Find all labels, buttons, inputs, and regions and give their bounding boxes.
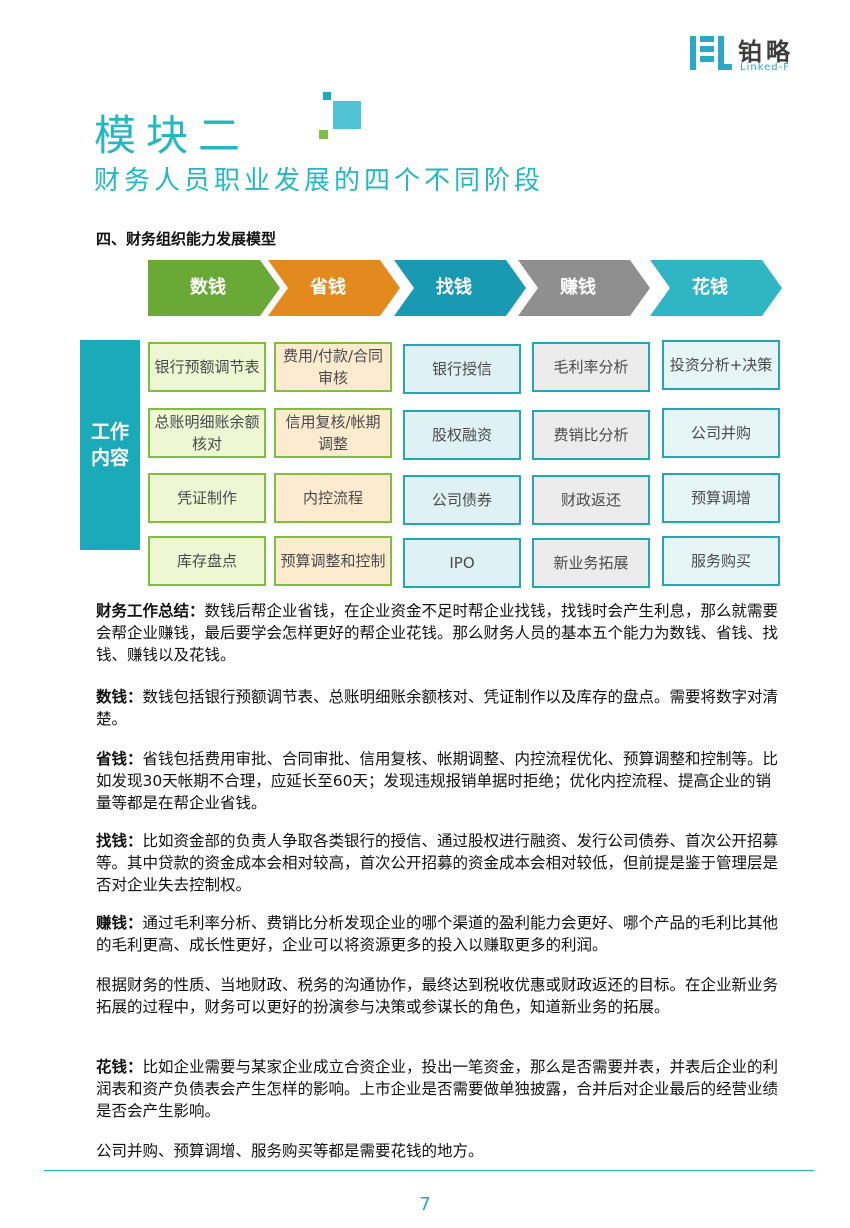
grid-cell: 内控流程 <box>274 473 392 523</box>
stage-arrow-shape <box>148 260 280 316</box>
footer-divider <box>44 1170 814 1171</box>
grid-cell: 新业务拓展 <box>532 538 650 588</box>
stage-label: 赚钱 <box>560 277 596 298</box>
logo-mark-icon <box>690 36 732 70</box>
stage-label: 找钱 <box>436 277 472 298</box>
grid-cell: 服务购买 <box>662 536 780 586</box>
grid-cell: 费销比分析 <box>532 410 650 460</box>
paragraph-text: 比如资金部的负责人争取各类银行的授信、通过股权进行融资、发行公司债券、首次公开招… <box>96 832 779 894</box>
grid-cell: 库存盘点 <box>148 536 266 586</box>
decorative-square-green <box>319 130 328 139</box>
grid-cell: IPO <box>403 538 521 588</box>
stage-count-money: 数钱 <box>148 260 282 316</box>
stage-save-money: 省钱 <box>268 260 402 316</box>
paragraph-label: 数钱： <box>96 688 143 706</box>
paragraph-save-money: 省钱：省钱包括费用审批、合同审批、信用复核、帐期调整、内控流程优化、预算调整和控… <box>96 748 786 814</box>
grid-cell: 公司债券 <box>403 475 521 525</box>
logo-text-cn: 铂略 <box>738 38 794 66</box>
paragraph-label: 找钱： <box>96 832 143 850</box>
paragraph-text: 省钱包括费用审批、合同审批、信用复核、帐期调整、内控流程优化、预算调整和控制等。… <box>96 750 779 812</box>
grid-cell: 银行授信 <box>403 344 521 394</box>
stage-label: 省钱 <box>310 277 346 298</box>
paragraph-spend-money: 花钱：比如企业需要与某家企业成立合资企业，投出一笔资金，那么是否需要并表，并表后… <box>96 1056 786 1122</box>
stage-earn-money: 赚钱 <box>518 260 652 316</box>
page-title: 模块二 <box>94 111 251 160</box>
stage-label: 花钱 <box>692 277 728 298</box>
grid-cell: 股权融资 <box>403 410 521 460</box>
paragraph-text: 通过毛利率分析、费销比分析发现企业的哪个渠道的盈利能力会更好、哪个产品的毛利比其… <box>96 914 779 954</box>
grid-cell: 费用/付款/合同审核 <box>274 342 392 392</box>
grid-cell: 毛利率分析 <box>532 342 650 392</box>
grid-cell: 银行预额调节表 <box>148 342 266 392</box>
paragraph-earn-money: 赚钱：通过毛利率分析、费销比分析发现企业的哪个渠道的盈利能力会更好、哪个产品的毛… <box>96 912 786 956</box>
paragraph-summary: 财务工作总结：数钱后帮企业省钱，在企业资金不足时帮企业找钱，找钱时会产生利息，那… <box>96 600 786 666</box>
paragraph-label: 赚钱： <box>96 914 143 932</box>
stage-spend-money: 花钱 <box>650 260 784 316</box>
grid-cell: 凭证制作 <box>148 473 266 523</box>
paragraph-text: 根据财务的性质、当地财政、税务的沟通协作，最终达到税收优惠或财政返还的目标。在企… <box>96 976 779 1016</box>
paragraph-label: 财务工作总结： <box>96 602 205 620</box>
grid-cell: 预算调增 <box>662 473 780 523</box>
stage-arrow-shape <box>268 260 400 316</box>
paragraph-text: 数钱包括银行预额调节表、总账明细账余额核对、凭证制作以及库存的盘点。需要将数字对… <box>96 688 779 728</box>
stage-arrow-shape <box>650 260 782 316</box>
paragraph-closing: 公司并购、预算调增、服务购买等都是需要花钱的地方。 <box>96 1140 786 1162</box>
grid-cell: 信用复核/帐期调整 <box>274 408 392 458</box>
company-logo: 铂略 Linked-F <box>690 32 810 76</box>
page-number: 7 <box>419 1194 431 1215</box>
paragraph-count-money: 数钱：数钱包括银行预额调节表、总账明细账余额核对、凭证制作以及库存的盘点。需要将… <box>96 686 786 730</box>
paragraph-label: 花钱： <box>96 1058 143 1076</box>
section-heading: 四、财务组织能力发展模型 <box>96 230 277 248</box>
stage-label: 数钱 <box>190 277 226 298</box>
decorative-square-large <box>333 101 361 129</box>
paragraph-find-money: 找钱：比如资金部的负责人争取各类银行的授信、通过股权进行融资、发行公司债券、首次… <box>96 830 786 896</box>
stage-arrow-shape <box>394 260 526 316</box>
page-subtitle: 财务人员职业发展的四个不同阶段 <box>94 166 545 196</box>
grid-cell: 预算调整和控制 <box>274 536 392 586</box>
stage-find-money: 找钱 <box>394 260 528 316</box>
work-content-label: 工作内容 <box>80 340 140 550</box>
paragraph-text: 公司并购、预算调增、服务购买等都是需要花钱的地方。 <box>96 1142 484 1160</box>
grid-cell: 总账明细账余额核对 <box>148 408 266 458</box>
grid-cell: 公司并购 <box>662 408 780 458</box>
paragraph-text: 数钱后帮企业省钱，在企业资金不足时帮企业找钱，找钱时会产生利息，那么就需要会帮企… <box>96 602 779 664</box>
paragraph-label: 省钱： <box>96 750 143 768</box>
paragraph-text: 比如企业需要与某家企业成立合资企业，投出一笔资金，那么是否需要并表，并表后企业的… <box>96 1058 779 1120</box>
grid-cell: 财政返还 <box>532 475 650 525</box>
paragraph-tax: 根据财务的性质、当地财政、税务的沟通协作，最终达到税收优惠或财政返还的目标。在企… <box>96 974 786 1018</box>
grid-cell: 投资分析+决策 <box>662 340 780 390</box>
work-content-label-text: 工作内容 <box>90 421 129 469</box>
stage-arrow-shape <box>518 260 650 316</box>
decorative-square-small <box>323 92 331 100</box>
logo-text-en: Linked-F <box>740 62 790 73</box>
